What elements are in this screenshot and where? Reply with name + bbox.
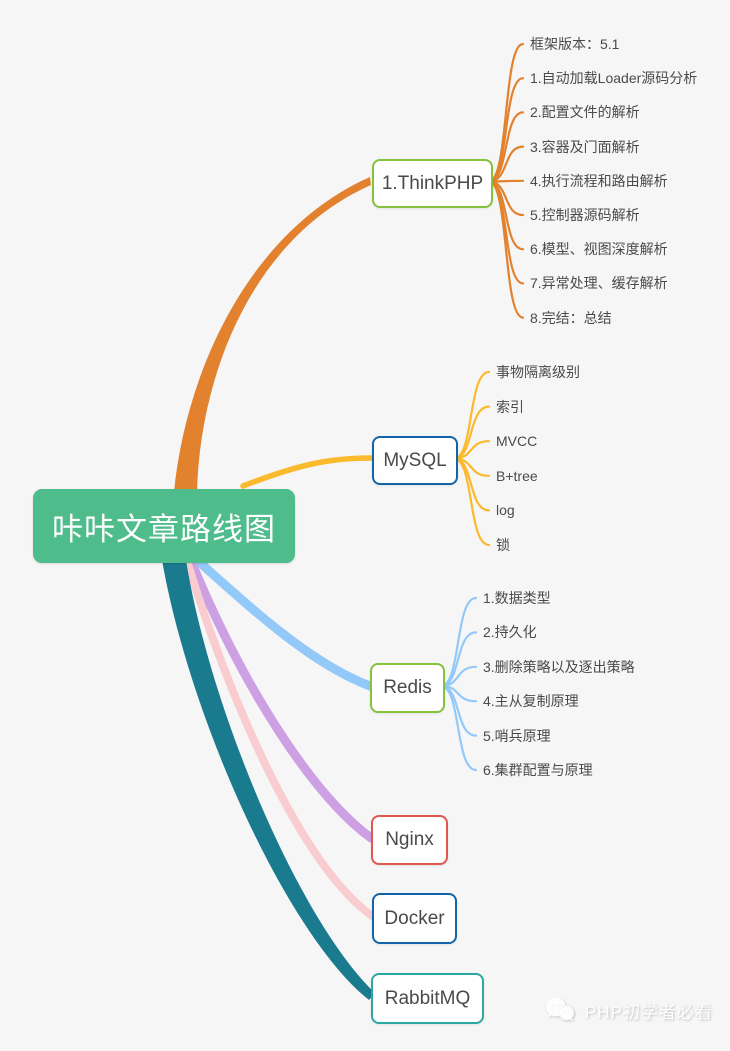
child-connector <box>439 684 478 772</box>
topic-redis-child[interactable]: 1.数据类型 <box>483 590 551 606</box>
topic-redis-child[interactable]: 3.删除策略以及逐出策略 <box>483 658 635 675</box>
watermark: PHP初学者必看 <box>544 996 713 1024</box>
wechat-icon <box>546 997 574 1021</box>
branch-curve-thinkphp <box>174 177 371 492</box>
child-connector <box>487 111 525 183</box>
node-rabbitmq-label: RabbitMQ <box>384 987 471 1009</box>
topic-mysql-child[interactable]: 事物隔离级别 <box>496 364 580 380</box>
child-connector <box>487 180 525 319</box>
topic-thinkphp-child[interactable]: 1.自动加载Loader源码分析 <box>530 70 698 87</box>
topic-thinkphp-child[interactable]: 4.执行流程和路由解析 <box>530 172 668 189</box>
node-nginx[interactable]: Nginx <box>371 815 448 865</box>
topic-mysql-child[interactable]: 锁 <box>496 537 510 553</box>
node-docker-label: Docker <box>384 907 445 929</box>
topic-thinkphp-child[interactable]: 5.控制器源码解析 <box>530 207 640 223</box>
topic-redis-child[interactable]: 6.集群配置与原理 <box>483 762 593 778</box>
topic-thinkphp-child[interactable]: 框架版本：5.1 <box>530 36 620 52</box>
topic-redis-child[interactable]: 4.主从复制原理 <box>483 693 579 710</box>
node-thinkphp[interactable]: 1.ThinkPHP <box>372 159 493 208</box>
child-connector <box>452 370 491 460</box>
topic-thinkphp-child[interactable]: 7.异常处理、缓存解析 <box>530 275 668 292</box>
child-connector <box>487 77 525 183</box>
topic-thinkphp-child[interactable]: 3.容器及门面解析 <box>530 138 640 155</box>
branch-curve-rabbitmq <box>162 560 375 1000</box>
node-redis[interactable]: Redis <box>370 663 445 713</box>
topic-thinkphp-child[interactable]: 8.完结：总结 <box>530 309 612 326</box>
branch-curve-mysql <box>240 455 374 489</box>
topic-redis-child[interactable]: 5.哨兵原理 <box>483 727 551 744</box>
child-connector <box>487 42 525 183</box>
topic-thinkphp-child[interactable]: 2.配置文件的解析 <box>530 104 640 121</box>
topic-mysql-child[interactable]: 索引 <box>496 398 524 415</box>
root-node[interactable]: 咔咔文章路线图 <box>33 489 295 563</box>
node-redis-label: Redis <box>383 677 432 698</box>
node-docker[interactable]: Docker <box>372 893 457 944</box>
node-mysql-label: MySQL <box>383 449 447 471</box>
topic-mysql-child[interactable]: log <box>496 502 515 519</box>
node-mysql[interactable]: MySQL <box>372 436 458 485</box>
root-node-label: 咔咔文章路线图 <box>52 511 276 547</box>
node-nginx-label: Nginx <box>385 829 434 850</box>
child-connector <box>439 596 478 688</box>
topic-mysql-child[interactable]: B+tree <box>496 467 538 484</box>
watermark-label: PHP初学者必看 <box>585 1002 713 1022</box>
node-thinkphp-label: 1.ThinkPHP <box>381 172 484 194</box>
topic-mysql-child[interactable]: MVCC <box>496 433 538 450</box>
branch-curve-nginx <box>186 556 376 843</box>
branch-curve-redis <box>192 555 375 691</box>
child-connector <box>452 457 491 547</box>
node-rabbitmq[interactable]: RabbitMQ <box>371 973 484 1024</box>
branch-curve-docker <box>183 557 376 920</box>
topic-redis-child[interactable]: 2.持久化 <box>483 624 537 641</box>
topic-thinkphp-child[interactable]: 6.模型、视图深度解析 <box>530 241 668 258</box>
